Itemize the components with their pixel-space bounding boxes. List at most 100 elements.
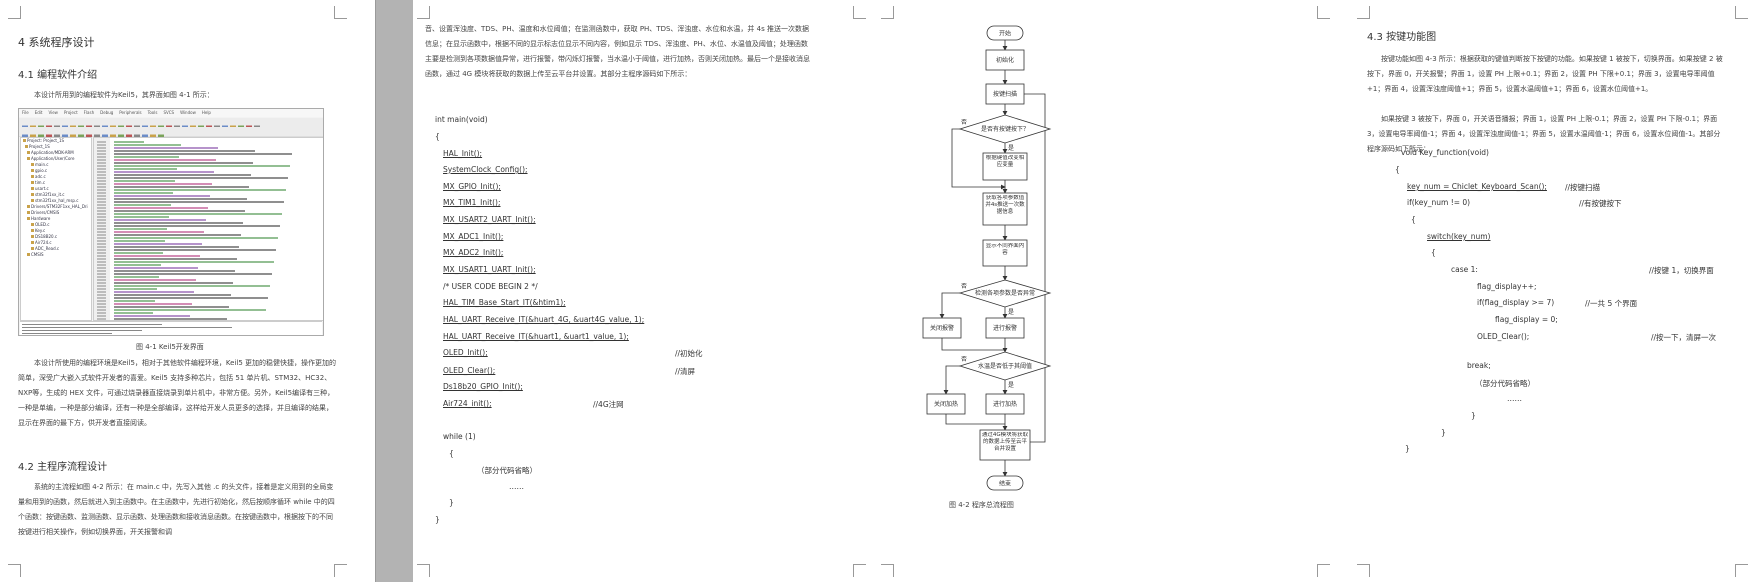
file-icon — [31, 193, 34, 196]
line-number — [97, 192, 106, 194]
ide-tree-item[interactable]: Key.c — [21, 228, 91, 234]
code-line: HAL_UART_Receive_IT(&huart_4G, &uart4G_v… — [443, 315, 645, 324]
flowchart: 开始 初始化 按键扫描 是否有按键按下？ 根据键值改变相应变量 获取各项参数值并… — [922, 25, 1052, 491]
code-text-line — [114, 285, 270, 287]
figure-caption: 图 4-2 程序总流程图 — [949, 501, 1014, 509]
ide-tree-item[interactable]: Air724.c — [21, 240, 91, 246]
branch-label-no: 否 — [961, 283, 967, 290]
ide-tree-item[interactable]: OLED.c — [21, 222, 91, 228]
ide-menu-item[interactable]: Tools — [147, 110, 158, 115]
code-text-line — [114, 252, 163, 254]
svg-text:是否有按键按下？: 是否有按键按下？ — [981, 125, 1029, 133]
crop-mark — [417, 6, 430, 19]
line-number — [97, 228, 106, 230]
code-line: OLED_Clear(); — [443, 366, 496, 375]
ide-tree-item[interactable]: main.c — [21, 162, 91, 168]
ide-tree-item[interactable]: Application/MDK-ARM — [21, 150, 91, 156]
line-number — [97, 222, 106, 224]
crop-mark — [8, 564, 21, 577]
crop-mark — [334, 564, 347, 577]
code-text-line — [114, 207, 208, 209]
code-text-line — [114, 297, 268, 299]
flow-alarm: 进行报警 — [985, 317, 1025, 339]
flow-end: 结束 — [986, 475, 1024, 491]
code-text-line — [114, 141, 144, 143]
code-line: switch(key_num) — [1427, 232, 1491, 241]
line-number — [97, 240, 106, 242]
code-line: { — [449, 449, 454, 458]
crop-mark — [1357, 6, 1370, 19]
ide-menu-item[interactable]: View — [48, 110, 58, 115]
line-number — [97, 198, 106, 200]
ide-tree-item[interactable]: stm32f1xx_hal_msp.c — [21, 198, 91, 204]
ide-tree-item[interactable]: ADC_Read.c — [21, 246, 91, 252]
code-text-line — [114, 153, 292, 155]
ide-menu-item[interactable]: Help — [201, 110, 211, 115]
paragraph: 本设计所用到的编程软件为Keil5，其界面如图 4-1 所示： — [34, 91, 214, 99]
ide-menu-item[interactable]: Peripherals — [119, 110, 142, 115]
line-number — [97, 285, 106, 287]
file-icon — [27, 151, 30, 154]
file-icon — [31, 229, 34, 232]
crop-mark — [334, 6, 347, 19]
flow-decision-water-temp: 水温是否低于其阈值 — [958, 351, 1052, 381]
code-line: } — [1441, 428, 1446, 437]
ide-menu-item[interactable]: File — [22, 110, 29, 115]
code-line: } — [1405, 444, 1410, 453]
ide-tree-item[interactable]: Project_1S — [21, 144, 91, 150]
ide-menu-item[interactable]: Window — [180, 110, 196, 115]
code-line: while (1) — [443, 432, 476, 441]
ide-build-output — [20, 321, 322, 335]
ide-tree-item[interactable]: Project: Project_1S — [21, 138, 91, 144]
ide-tree-item[interactable]: adc.c — [21, 174, 91, 180]
document-page-3: 开始 初始化 按键扫描 是否有按键按下？ 根据键值改变相应变量 获取各项参数值并… — [877, 0, 1339, 582]
line-number — [97, 144, 106, 146]
code-text-line — [114, 300, 155, 302]
file-icon — [31, 163, 34, 166]
crop-mark — [853, 6, 866, 19]
code-text-line — [114, 201, 284, 203]
code-line: OLED_Clear(); — [1477, 332, 1530, 341]
ide-tree-item[interactable]: DS18B20.c — [21, 234, 91, 240]
code-line: OLED_Init(); — [443, 348, 488, 357]
crop-mark — [853, 564, 866, 577]
ide-menu-bar: File Edit View Project Flash Debug Peripherals… — [19, 109, 323, 117]
flow-start: 开始 — [986, 25, 1024, 41]
build-line — [22, 330, 142, 332]
code-comment: //初始化 — [675, 349, 703, 358]
build-line — [22, 333, 112, 335]
ide-tree-item[interactable]: Drivers/CMSIS — [21, 210, 91, 216]
code-line: MX_ADC2_Init(); — [443, 248, 504, 257]
line-number — [97, 279, 106, 281]
code-line: case 1: — [1451, 265, 1478, 274]
ide-menu-item[interactable]: SVCS — [163, 110, 175, 115]
branch-label-no: 否 — [961, 119, 967, 126]
flow-get-params: 获取各项参数值并4s推送一次数据信息 — [982, 192, 1028, 226]
ide-menu-item[interactable]: Debug — [100, 110, 114, 115]
code-line: MX_ADC1_Init(); — [443, 232, 504, 241]
line-number — [97, 231, 106, 233]
code-text-line — [114, 144, 181, 146]
ide-tree-label: stm32f1xx_hal_msp.c — [35, 198, 79, 203]
ide-tree-item[interactable]: CMSIS — [21, 252, 91, 258]
code-line: Ds18b20_GPIO_Init(); — [443, 382, 523, 391]
ide-tree-item[interactable]: Hardware — [21, 216, 91, 222]
paragraph: 音、设置浑浊度、TDS、PH、温度和水位阈值；在监测函数中，获取 PH、TDS、… — [425, 25, 810, 78]
ide-tree-item[interactable]: Drivers/STM32F1xx_HAL_Dri — [21, 204, 91, 210]
ide-tree-item[interactable]: tim.c — [21, 180, 91, 186]
file-icon — [31, 181, 34, 184]
ide-tree-item[interactable]: Application/User/Core — [21, 156, 91, 162]
svg-text:关闭报警: 关闭报警 — [930, 324, 954, 332]
svg-text:进行加热: 进行加热 — [993, 400, 1017, 408]
ide-tree-item[interactable]: gpio.c — [21, 168, 91, 174]
code-text-line — [114, 234, 241, 236]
ide-tree-item[interactable]: usart.c — [21, 186, 91, 192]
code-line: } — [449, 498, 454, 507]
ide-menu-item[interactable]: Project — [63, 110, 78, 115]
flow-close-alarm: 关闭报警 — [922, 317, 962, 339]
ide-menu-item[interactable]: Flash — [83, 110, 95, 115]
line-number — [97, 186, 106, 188]
ide-menu-item[interactable]: Edit — [34, 110, 43, 115]
svg-text:检测各项参数是否异常: 检测各项参数是否异常 — [975, 289, 1035, 297]
ide-tree-item[interactable]: stm32f1xx_it.c — [21, 192, 91, 198]
